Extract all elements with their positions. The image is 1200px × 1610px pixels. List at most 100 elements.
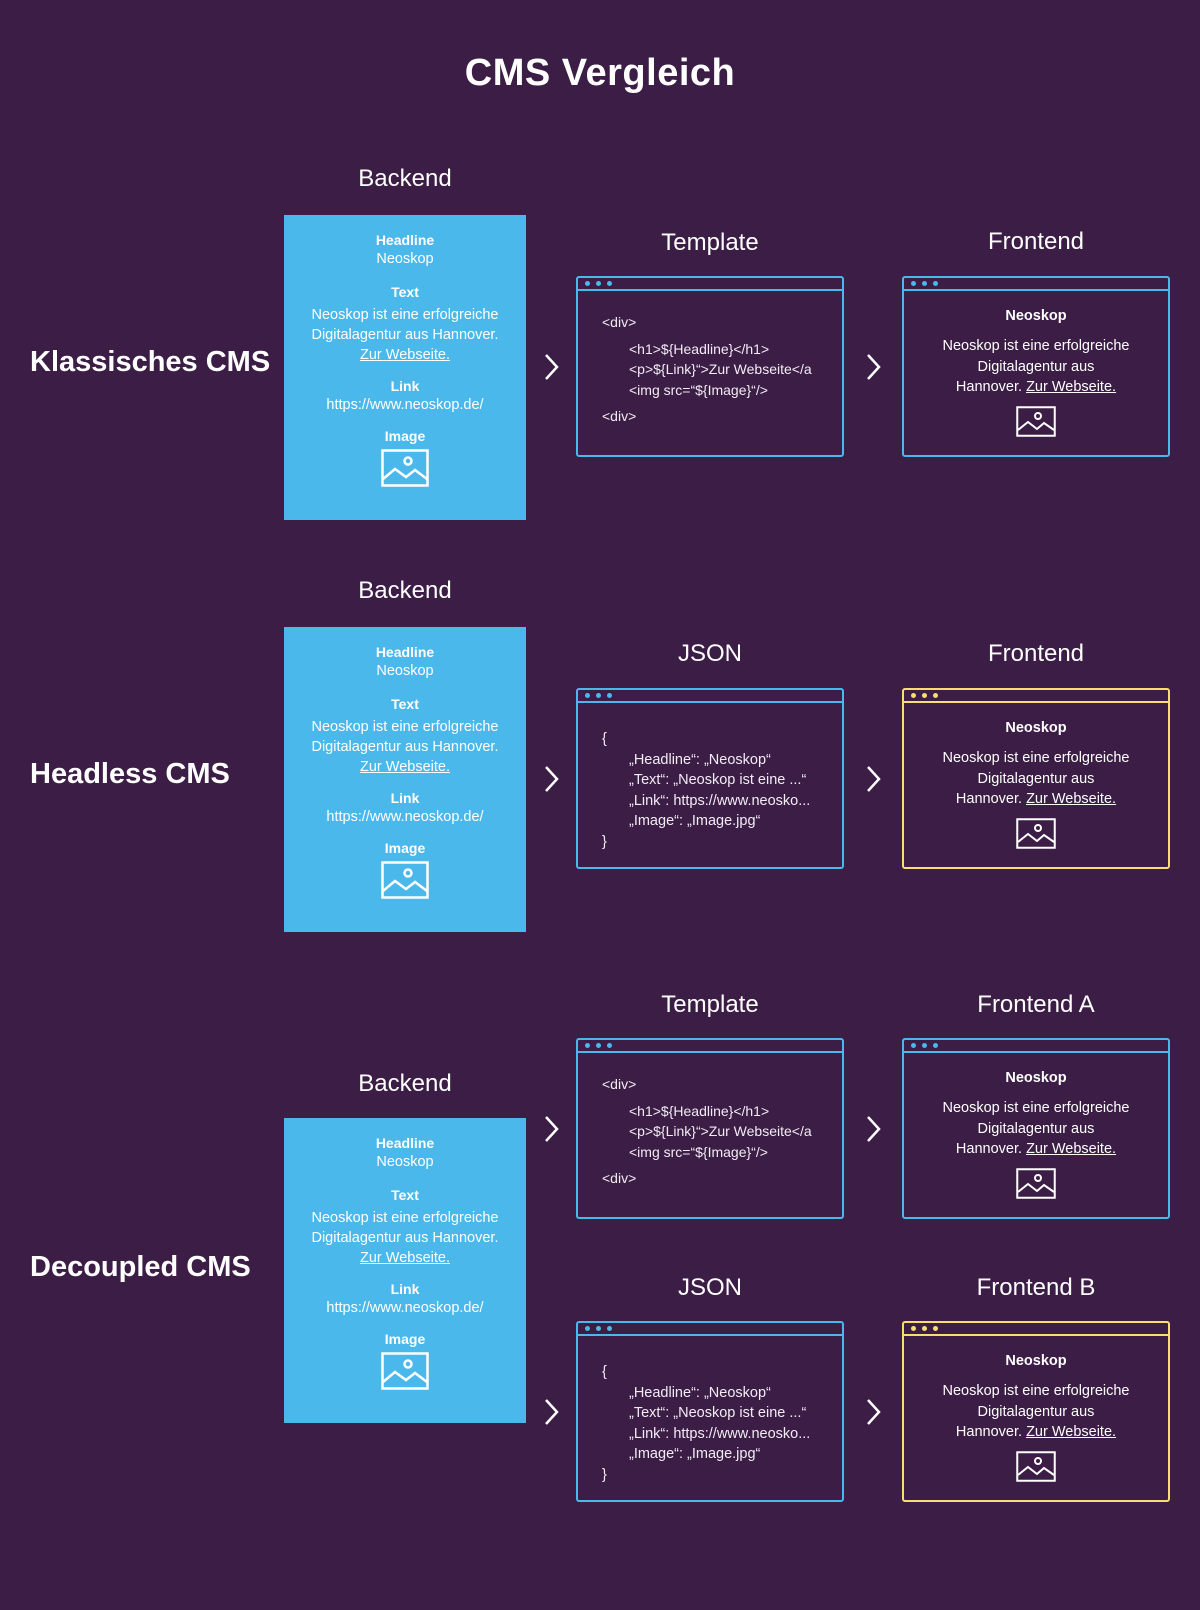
template-window: <div> <h1>${Headline}</h1> <p>${Link}“>Z… — [576, 276, 844, 457]
frontend-text-line: Digitalagentur aus — [977, 770, 1095, 787]
code-line: <img src=“${Image}“/> — [629, 1143, 768, 1160]
code-line: <img src=“${Image}“/> — [629, 381, 768, 398]
image-icon — [381, 1352, 429, 1395]
backend-headline-value: Neoskop — [376, 663, 434, 679]
heading-template: Template — [661, 229, 759, 256]
code-line: „Headline“: „Neoskop“ — [629, 1384, 771, 1401]
backend-headline-value: Neoskop — [376, 1154, 434, 1170]
frontend-text-line: Neoskop ist eine erfolgreiche — [942, 1100, 1130, 1116]
section-label-headless: Headless CMS — [30, 758, 230, 790]
frontend-headline: Neoskop — [1005, 308, 1067, 324]
page-title: CMS Vergleich — [464, 52, 736, 94]
backend-link-value: https://www.neoskop.de/ — [326, 397, 484, 413]
frontend-text-line: Neoskop ist eine erfolgreiche — [942, 750, 1130, 766]
backend-card: Headline Neoskop Text Neoskop ist eine e… — [284, 215, 526, 520]
backend-link-label: Link — [390, 378, 420, 394]
backend-image-label: Image — [384, 1331, 426, 1347]
backend-headline-value: Neoskop — [376, 251, 434, 267]
code-line: <p>${Link}“>Zur Webseite</a — [629, 361, 812, 377]
backend-text-link[interactable]: Zur Webseite. — [360, 1250, 450, 1266]
frontend-text-line: Hannover. — [955, 1424, 1023, 1440]
backend-text-link[interactable]: Zur Webseite. — [360, 759, 450, 775]
frontend-text-line: Digitalagentur aus — [977, 1403, 1095, 1420]
image-icon — [1016, 405, 1056, 442]
heading-frontend: Frontend — [987, 228, 1085, 255]
code-line: <div> — [602, 408, 637, 424]
code-line: <h1>${Headline}</h1> — [629, 1102, 770, 1119]
backend-text-line: Digitalagentur aus Hannover. — [311, 739, 499, 755]
frontend-link[interactable]: Zur Webseite. — [1026, 791, 1117, 807]
backend-image-label: Image — [384, 428, 426, 444]
chevron-right-icon — [865, 1114, 883, 1144]
json-window: { „Headline“: „Neoskop“ „Text“: „Neoskop… — [576, 688, 844, 869]
chevron-right-icon — [543, 1397, 561, 1427]
backend-text-label: Text — [391, 696, 419, 712]
image-icon — [1016, 817, 1056, 854]
code-line: „Image“: „Image.jpg“ — [629, 813, 761, 829]
frontend-window: Neoskop Neoskop ist eine erfolgreiche Di… — [902, 688, 1170, 869]
frontend-headline: Neoskop — [1005, 1353, 1067, 1369]
backend-headline-label: Headline — [375, 644, 435, 660]
heading-frontend-a: Frontend A — [977, 991, 1095, 1018]
frontend-link[interactable]: Zur Webseite. — [1026, 1424, 1117, 1440]
frontend-text-line: Neoskop ist eine erfolgreiche — [942, 338, 1130, 354]
backend-text-link[interactable]: Zur Webseite. — [360, 347, 450, 363]
heading-frontend-b: Frontend B — [976, 1274, 1096, 1301]
frontend-text-line: Digitalagentur aus — [977, 358, 1095, 375]
frontend-text-line: Neoskop ist eine erfolgreiche — [942, 1383, 1130, 1399]
backend-card: Headline Neoskop Text Neoskop ist eine e… — [284, 627, 526, 932]
frontend-a-window: Neoskop Neoskop ist eine erfolgreiche Di… — [902, 1038, 1170, 1219]
code-line: } — [602, 833, 607, 850]
backend-headline-label: Headline — [375, 232, 435, 248]
code-line: „Image“: „Image.jpg“ — [629, 1446, 761, 1462]
json-window: { „Headline“: „Neoskop“ „Text“: „Neoskop… — [576, 1321, 844, 1502]
backend-card: Headline Neoskop Text Neoskop ist eine e… — [284, 1118, 526, 1423]
backend-text-label: Text — [391, 1187, 419, 1203]
chevron-right-icon — [543, 352, 561, 382]
image-icon — [381, 861, 429, 904]
section-label-classic: Klassisches CMS — [30, 346, 271, 378]
frontend-text-line: Digitalagentur aus — [977, 1120, 1095, 1137]
frontend-text-line: Hannover. — [955, 791, 1023, 807]
frontend-text-line: Hannover. — [955, 1141, 1023, 1157]
heading-json: JSON — [677, 640, 742, 667]
image-icon — [1016, 1450, 1056, 1487]
backend-link-label: Link — [390, 1281, 420, 1297]
code-line: „Text“: „Neoskop ist eine ...“ — [629, 1405, 807, 1421]
image-icon — [1016, 1167, 1056, 1204]
heading-frontend: Frontend — [987, 640, 1085, 667]
backend-text-line: Digitalagentur aus Hannover. — [311, 327, 499, 343]
image-icon — [381, 449, 429, 492]
backend-link-value: https://www.neoskop.de/ — [326, 1300, 484, 1316]
code-line: <div> — [602, 314, 637, 330]
heading-backend: Backend — [358, 577, 452, 604]
backend-text-label: Text — [391, 284, 419, 300]
backend-link-value: https://www.neoskop.de/ — [326, 809, 484, 825]
code-line: } — [602, 1466, 607, 1483]
backend-image-label: Image — [384, 840, 426, 856]
frontend-text-line: Hannover. — [955, 379, 1023, 395]
code-line: { — [602, 1364, 607, 1380]
backend-headline-label: Headline — [375, 1135, 435, 1151]
frontend-headline: Neoskop — [1005, 720, 1067, 736]
template-window: <div> <h1>${Headline}</h1> <p>${Link}“>Z… — [576, 1038, 844, 1219]
code-line: „Headline“: „Neoskop“ — [629, 751, 771, 768]
heading-backend: Backend — [358, 165, 452, 192]
section-label-decoupled: Decoupled CMS — [30, 1251, 251, 1283]
code-line: „Link“: https://www.neosko... — [629, 1425, 811, 1442]
chevron-right-icon — [865, 352, 883, 382]
chevron-right-icon — [865, 764, 883, 794]
frontend-link[interactable]: Zur Webseite. — [1026, 1141, 1117, 1157]
heading-json: JSON — [677, 1274, 742, 1301]
backend-link-label: Link — [390, 790, 420, 806]
chevron-right-icon — [865, 1397, 883, 1427]
backend-text-line: Neoskop ist eine erfolgreiche — [311, 1210, 499, 1226]
frontend-link[interactable]: Zur Webseite. — [1026, 379, 1117, 395]
code-line: { — [602, 731, 607, 747]
code-line: <p>${Link}“>Zur Webseite</a — [629, 1123, 812, 1139]
code-line: „Text“: „Neoskop ist eine ...“ — [629, 772, 807, 788]
code-line: <div> — [602, 1170, 637, 1186]
heading-template: Template — [661, 991, 759, 1018]
backend-text-line: Neoskop ist eine erfolgreiche — [311, 307, 499, 323]
backend-text-line: Neoskop ist eine erfolgreiche — [311, 719, 499, 735]
